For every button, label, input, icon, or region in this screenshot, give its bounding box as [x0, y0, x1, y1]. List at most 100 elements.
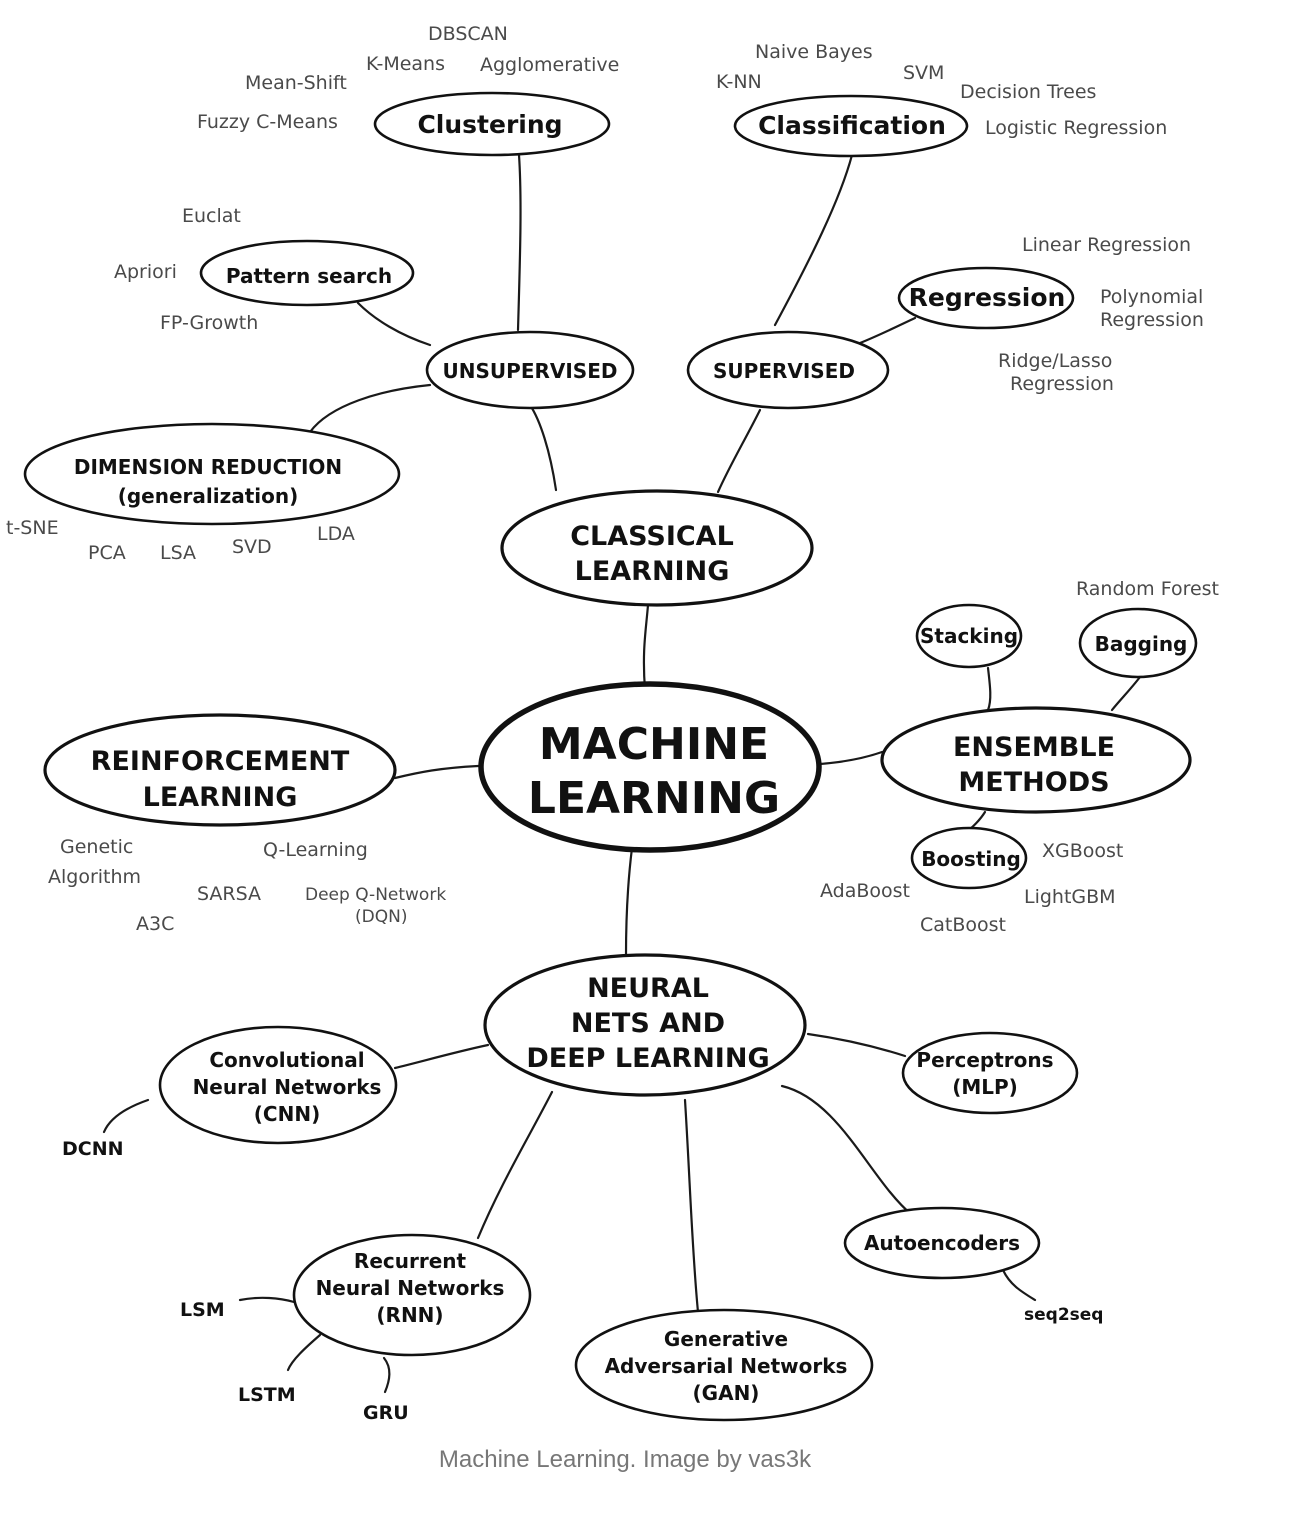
leaf-k-means: K-Means [366, 53, 445, 75]
classification-bubble [733, 94, 969, 158]
leaf-labels: DBSCAN K-Means Agglomerative Mean-Shift … [6, 23, 1219, 1424]
leaf-a3c: A3C [136, 913, 174, 935]
leaf-pca: PCA [88, 542, 126, 564]
image-caption: Machine Learning. Image by vas3k [438, 1446, 812, 1473]
neural-label-line3: DEEP LEARNING [526, 1043, 769, 1074]
autoencoders-bubble [843, 1206, 1041, 1280]
cnn-label-line2: Neural Networks [193, 1075, 382, 1099]
ensemble-label-line2: METHODS [958, 767, 1109, 798]
node-labels: MACHINE LEARNING CLASSICAL LEARNING UNSU… [74, 110, 1188, 1405]
leaf-lsa: LSA [160, 542, 196, 564]
leaf-catboost: CatBoost [920, 914, 1006, 936]
leaf-apriori: Apriori [114, 261, 177, 283]
pattern-search-label: Pattern search [226, 264, 392, 288]
supervised-label: SUPERVISED [713, 359, 855, 383]
leaf-xgboost: XGBoost [1042, 840, 1123, 862]
leaf-genetic-line1: Genetic [60, 836, 133, 858]
reinforcement-label-line1: REINFORCEMENT [91, 746, 350, 777]
gan-label-line3: (GAN) [693, 1381, 760, 1405]
leaf-t-sne: t-SNE [6, 517, 59, 539]
clustering-label: Clustering [417, 110, 562, 139]
leaf-genetic-line2: Algorithm [48, 866, 141, 888]
bubbles [23, 91, 1198, 1422]
leaf-naive-bayes: Naive Bayes [755, 41, 873, 63]
leaf-linear-regression: Linear Regression [1022, 234, 1191, 256]
classical-label-line1: CLASSICAL [570, 521, 734, 552]
gan-bubble [574, 1308, 874, 1422]
dimension-reduction-bubble [23, 422, 401, 526]
leaf-logistic-regression: Logistic Regression [985, 117, 1167, 139]
neural-label-line1: NEURAL [587, 973, 709, 1004]
leaf-k-nn: K-NN [716, 71, 762, 93]
leaf-fuzzy-c-means: Fuzzy C-Means [197, 111, 338, 133]
leaf-svd: SVD [232, 536, 272, 558]
leaf-adaboost: AdaBoost [820, 880, 910, 902]
center-bubble [478, 681, 822, 853]
leaf-lightgbm: LightGBM [1024, 886, 1116, 908]
regression-bubble [897, 266, 1075, 330]
boosting-bubble [910, 826, 1028, 890]
leaf-ridge-lasso-line2: Regression [1010, 373, 1114, 395]
edges [102, 153, 1142, 1394]
neural-label-line2: NETS AND [571, 1008, 725, 1039]
bagging-bubble [1078, 607, 1198, 679]
rnn-label-line2: Neural Networks [316, 1276, 505, 1300]
leaf-gru: GRU [363, 1402, 409, 1424]
leaf-euclat: Euclat [182, 205, 241, 227]
cnn-bubble [158, 1025, 398, 1145]
leaf-polynomial-regression-line2: Regression [1100, 309, 1204, 331]
unsupervised-bubble [425, 330, 635, 410]
leaf-fp-growth: FP-Growth [160, 312, 258, 334]
clustering-bubble [373, 91, 611, 157]
perceptrons-bubble [901, 1031, 1079, 1115]
pattern-search-bubble [199, 239, 415, 307]
boosting-label: Boosting [921, 847, 1021, 871]
bagging-label: Bagging [1095, 632, 1188, 656]
leaf-dqn-line1: Deep Q-Network [305, 885, 446, 905]
gan-label-line1: Generative [664, 1327, 788, 1351]
stacking-bubble [915, 603, 1023, 669]
rnn-label-line1: Recurrent [354, 1249, 467, 1273]
unsupervised-label: UNSUPERVISED [443, 359, 618, 383]
leaf-random-forest: Random Forest [1076, 578, 1219, 600]
leaf-ridge-lasso-line1: Ridge/Lasso [998, 350, 1112, 372]
cnn-label-line3: (CNN) [254, 1102, 320, 1126]
leaf-lstm: LSTM [238, 1384, 296, 1406]
leaf-mean-shift: Mean-Shift [245, 72, 347, 94]
leaf-seq2seq: seq2seq [1024, 1305, 1103, 1325]
dimension-reduction-label-line1: DIMENSION REDUCTION [74, 455, 342, 479]
supervised-bubble [686, 330, 890, 410]
leaf-sarsa: SARSA [197, 883, 261, 905]
leaf-dqn-line2: (DQN) [355, 907, 407, 927]
leaf-dcnn: DCNN [62, 1138, 124, 1160]
leaf-dbscan: DBSCAN [428, 23, 508, 45]
center-label-line1: MACHINE [539, 719, 769, 770]
autoencoders-label: Autoencoders [864, 1231, 1020, 1255]
leaf-svm: SVM [903, 62, 944, 84]
reinforcement-label-line2: LEARNING [143, 782, 298, 813]
leaf-decision-trees: Decision Trees [960, 81, 1096, 103]
reinforcement-bubble [43, 713, 397, 827]
classification-label: Classification [758, 111, 946, 140]
neural-bubble [483, 953, 807, 1097]
leaf-q-learning: Q-Learning [263, 839, 368, 861]
ensemble-bubble [880, 706, 1192, 814]
center-label-line2: LEARNING [528, 773, 780, 824]
regression-label: Regression [909, 283, 1066, 312]
ensemble-label-line1: ENSEMBLE [953, 732, 1115, 763]
rnn-bubble [292, 1233, 532, 1357]
dimension-reduction-label-line2: (generalization) [118, 484, 299, 508]
leaf-lda: LDA [317, 523, 355, 545]
classical-label-line2: LEARNING [575, 556, 730, 587]
perceptrons-label-line1: Perceptrons [916, 1048, 1053, 1072]
leaf-lsm: LSM [180, 1299, 225, 1321]
leaf-polynomial-regression-line1: Polynomial [1100, 286, 1203, 308]
leaf-agglomerative: Agglomerative [480, 54, 619, 76]
classical-bubble [500, 489, 814, 607]
gan-label-line2: Adversarial Networks [605, 1354, 848, 1378]
cnn-label-line1: Convolutional [209, 1048, 364, 1072]
rnn-label-line3: (RNN) [376, 1303, 443, 1327]
stacking-label: Stacking [920, 624, 1018, 648]
perceptrons-label-line2: (MLP) [952, 1075, 1018, 1099]
